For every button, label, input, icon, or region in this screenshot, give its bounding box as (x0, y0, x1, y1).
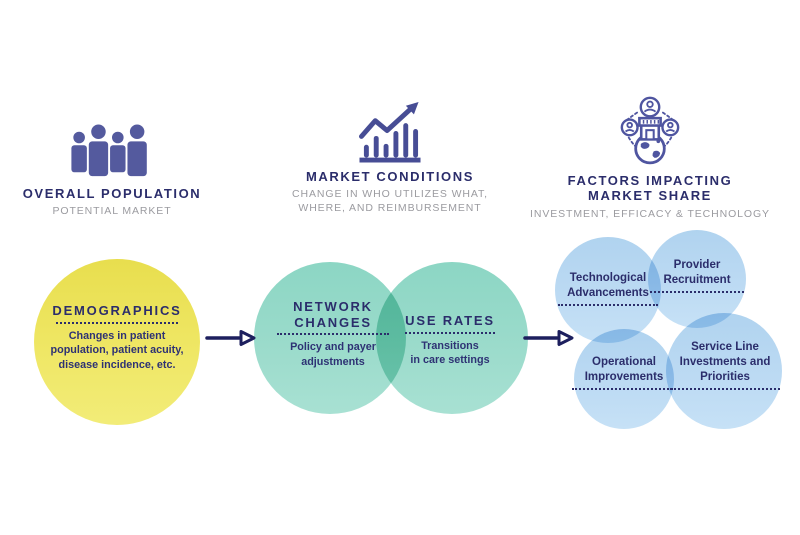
bubble-body: Policy and payer adjustments (290, 341, 376, 368)
section-overall-population: OVERALL POPULATION POTENTIAL MARKET (12, 123, 212, 219)
section-factors-impacting: FACTORS IMPACTING MARKET SHARE INVESTMEN… (530, 96, 770, 221)
flow-arrow-icon (205, 328, 257, 348)
globe-market-icon (530, 96, 770, 168)
bubble-body: Changes in patient population, patient a… (50, 329, 184, 371)
factor-label-service-line: Service Line Investments and Priorities (664, 340, 786, 395)
section-subtitle: POTENTIAL MARKET (52, 205, 172, 218)
operational-improvements-circle (574, 329, 674, 429)
people-icon (12, 123, 212, 181)
bar-chart-trend-icon (284, 101, 496, 164)
dotted-underline (56, 321, 178, 324)
dotted-underline (650, 290, 744, 293)
section-title: OVERALL POPULATION (22, 186, 202, 201)
dotted-underline (558, 303, 658, 306)
factor-label-operational-improvements: Operational Improvements (564, 355, 684, 395)
bubble-body: Transitions in care settings (410, 339, 490, 367)
service-line-circle (666, 313, 782, 429)
bubble-title: USE RATES (405, 313, 495, 328)
demographics-circle (34, 259, 200, 425)
bubble-title: DEMOGRAPHICS (52, 303, 182, 318)
demographics-text: DEMOGRAPHICS Changes in patient populati… (37, 303, 197, 372)
use-rates-circle (376, 262, 528, 414)
section-title: FACTORS IMPACTING MARKET SHARE (567, 173, 733, 204)
flow-arrow-icon (523, 328, 575, 348)
factor-label-provider-recruitment: Provider Recruitment (644, 258, 750, 298)
factor-label-technological-advancements: Technological Advancements (548, 271, 668, 311)
network-changes-text: NETWORK CHANGES Policy and payer adjustm… (263, 299, 403, 369)
bubble-title: NETWORK CHANGES (293, 299, 373, 330)
use-rates-text: USE RATES Transitions in care settings (383, 313, 517, 368)
dotted-underline (670, 387, 780, 390)
provider-recruitment-circle (648, 230, 746, 328)
section-subtitle: INVESTMENT, EFFICACY & TECHNOLOGY (530, 207, 770, 220)
dotted-underline (405, 331, 495, 334)
section-subtitle: CHANGE IN WHO UTILIZES WHAT, WHERE, AND … (292, 188, 488, 214)
section-market-conditions: MARKET CONDITIONS CHANGE IN WHO UTILIZES… (284, 101, 496, 216)
dotted-underline (572, 387, 676, 390)
section-title: MARKET CONDITIONS (305, 169, 475, 184)
technological-advancements-circle (555, 237, 661, 343)
dotted-underline (277, 333, 389, 336)
